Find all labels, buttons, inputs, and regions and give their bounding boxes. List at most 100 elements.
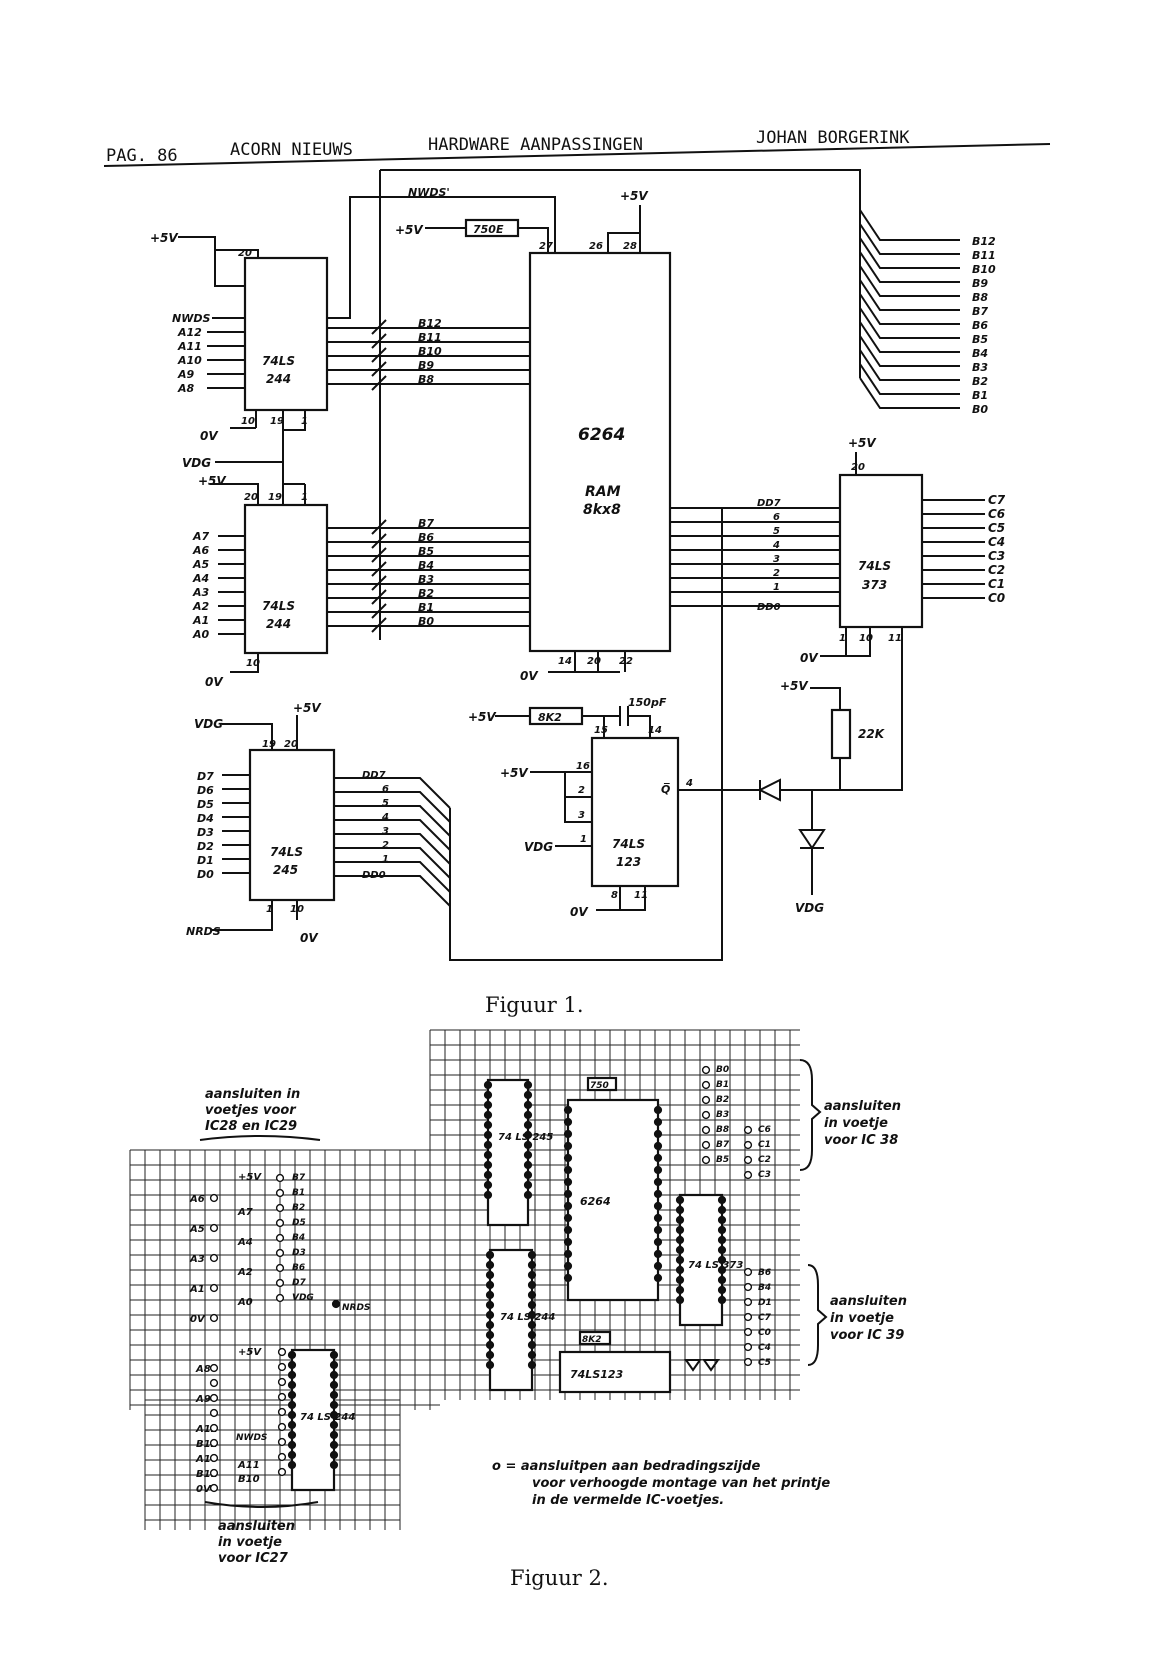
net-label: C6 xyxy=(988,507,1005,521)
solder-pad xyxy=(287,1390,297,1400)
solder-pad xyxy=(523,1160,533,1170)
capacitor-value: 150pF xyxy=(628,696,667,709)
pin-number: 14 xyxy=(558,656,572,667)
ic-body xyxy=(243,503,329,655)
bus-entries xyxy=(371,319,387,633)
wire xyxy=(178,236,216,250)
pad-label: D3 xyxy=(292,1248,306,1258)
net-label: D5 xyxy=(197,798,214,811)
net-label: D7 xyxy=(197,770,214,783)
wire xyxy=(425,227,549,253)
solder-pad xyxy=(717,1265,727,1275)
bus-right: B12 B11 B10 B9 B8 B7 B6 B5 B4 B3 B2 B1 B… xyxy=(859,209,996,416)
solder-pad xyxy=(329,1420,339,1430)
solder-pad xyxy=(275,1218,285,1228)
ic-74ls123: 74LS 123 8K2 +5V 150pF 15 14 +5V 16 2 3 … xyxy=(468,696,693,919)
pad-label: C0 xyxy=(758,1328,771,1338)
header-page: PAG. 86 xyxy=(106,146,178,166)
page-header: PAG. 86 ACORN NIEUWS HARDWARE AANPASSING… xyxy=(103,128,1051,167)
solder-pad xyxy=(483,1090,493,1100)
solder-pad xyxy=(329,1410,339,1420)
reset-network: +5V 22K VDG xyxy=(680,679,886,915)
bus-label: DD0 xyxy=(362,870,386,881)
solder-pad xyxy=(275,1263,285,1273)
bus-label: 5 xyxy=(773,526,780,537)
bus-label: 4 xyxy=(772,540,780,551)
solder-pad xyxy=(209,1483,219,1493)
address-bus-trunk xyxy=(379,169,861,640)
wire-nwds xyxy=(327,196,556,319)
resistor-body xyxy=(830,708,852,760)
solder-pad xyxy=(653,1129,663,1139)
outline-74ls123 xyxy=(558,1350,672,1394)
wire xyxy=(495,715,651,738)
note-line: voor IC 39 xyxy=(830,1328,904,1343)
solder-pad xyxy=(483,1080,493,1090)
ic-body xyxy=(528,251,672,653)
solder-pad xyxy=(527,1310,537,1320)
solder-pad xyxy=(209,1423,219,1433)
solder-pad xyxy=(653,1225,663,1235)
bus-label: 6 xyxy=(382,784,389,795)
solder-pad xyxy=(527,1350,537,1360)
solder-pad xyxy=(563,1213,573,1223)
bus-label: 2 xyxy=(382,840,389,851)
net-label: A11 xyxy=(177,340,202,353)
net-label: A6 xyxy=(192,544,210,557)
solder-pad xyxy=(329,1450,339,1460)
part-label: 750 xyxy=(590,1081,609,1091)
solder-pad xyxy=(209,1378,219,1388)
ic-74ls244-upper: 74LS 244 +5V 20 NWDS A12 A11 A10 A9 A8 N… xyxy=(150,186,556,505)
bus-label: DD0 xyxy=(757,602,781,613)
solder-pad xyxy=(743,1282,753,1292)
solder-pad xyxy=(653,1261,663,1271)
pad-labels: A6 A5 A3 A1 0V A8 A9 A12 B12 A10 B11 0V … xyxy=(189,1065,772,1495)
note-line: aansluiten xyxy=(824,1099,901,1114)
solder-pad xyxy=(701,1155,711,1165)
solder-pad xyxy=(329,1430,339,1440)
pad-label: A4 xyxy=(237,1237,253,1248)
solder-pad xyxy=(275,1233,285,1243)
solder-pad xyxy=(527,1300,537,1310)
solder-pad xyxy=(717,1235,727,1245)
pin-number: 1 xyxy=(266,904,273,915)
pad-label: D5 xyxy=(292,1218,306,1228)
pin-number: 19 xyxy=(270,416,284,427)
pin-number: 1 xyxy=(301,416,308,427)
resistor-value: 750E xyxy=(473,223,504,236)
output-wires xyxy=(922,499,985,599)
bus-label: B2 xyxy=(418,587,434,600)
pin-number: 8 xyxy=(611,890,618,901)
net-label-5v: +5V xyxy=(780,679,809,693)
net-label-vdg: VDG xyxy=(795,901,824,915)
solder-pad xyxy=(485,1310,495,1320)
bus-label: 6 xyxy=(773,512,780,523)
pad-label: A6 xyxy=(189,1194,205,1205)
solder-pad xyxy=(717,1215,727,1225)
pad-label: B2 xyxy=(716,1095,729,1105)
bus-label: B11 xyxy=(972,249,996,262)
net-label: C7 xyxy=(988,493,1006,507)
pad-label: B11 xyxy=(196,1469,218,1480)
bus-label: B2 xyxy=(972,375,988,388)
annotation-bottom-left: aansluiten in voetje voor IC27 xyxy=(204,1501,319,1566)
wire xyxy=(820,627,903,791)
net-label: A12 xyxy=(177,326,202,339)
solder-pad xyxy=(743,1357,753,1367)
solder-pad xyxy=(563,1237,573,1247)
solder-pad xyxy=(209,1253,219,1263)
ic-74ls245: 74LS 245 VDG +5V 19 20 D7 D6 D5 D4 D3 D2… xyxy=(186,701,451,945)
part-label: 74 LS 244 xyxy=(500,1312,555,1323)
bus-label: B7 xyxy=(418,517,434,530)
bus-label: B1 xyxy=(418,601,434,614)
net-label-5v: +5V xyxy=(620,189,649,203)
ic-label: 74LS xyxy=(262,599,295,613)
net-label: D3 xyxy=(197,826,214,839)
pad-label: +5V xyxy=(238,1347,262,1358)
solder-pad xyxy=(701,1095,711,1105)
net-label-5v: +5V xyxy=(395,223,424,237)
pin-number: 10 xyxy=(290,904,304,915)
ic-74ls244-lower: 74LS 244 +5V 20 19 1 A7 A6 A5 A4 A3 A2 A… xyxy=(192,474,530,689)
solder-pad xyxy=(717,1255,727,1265)
